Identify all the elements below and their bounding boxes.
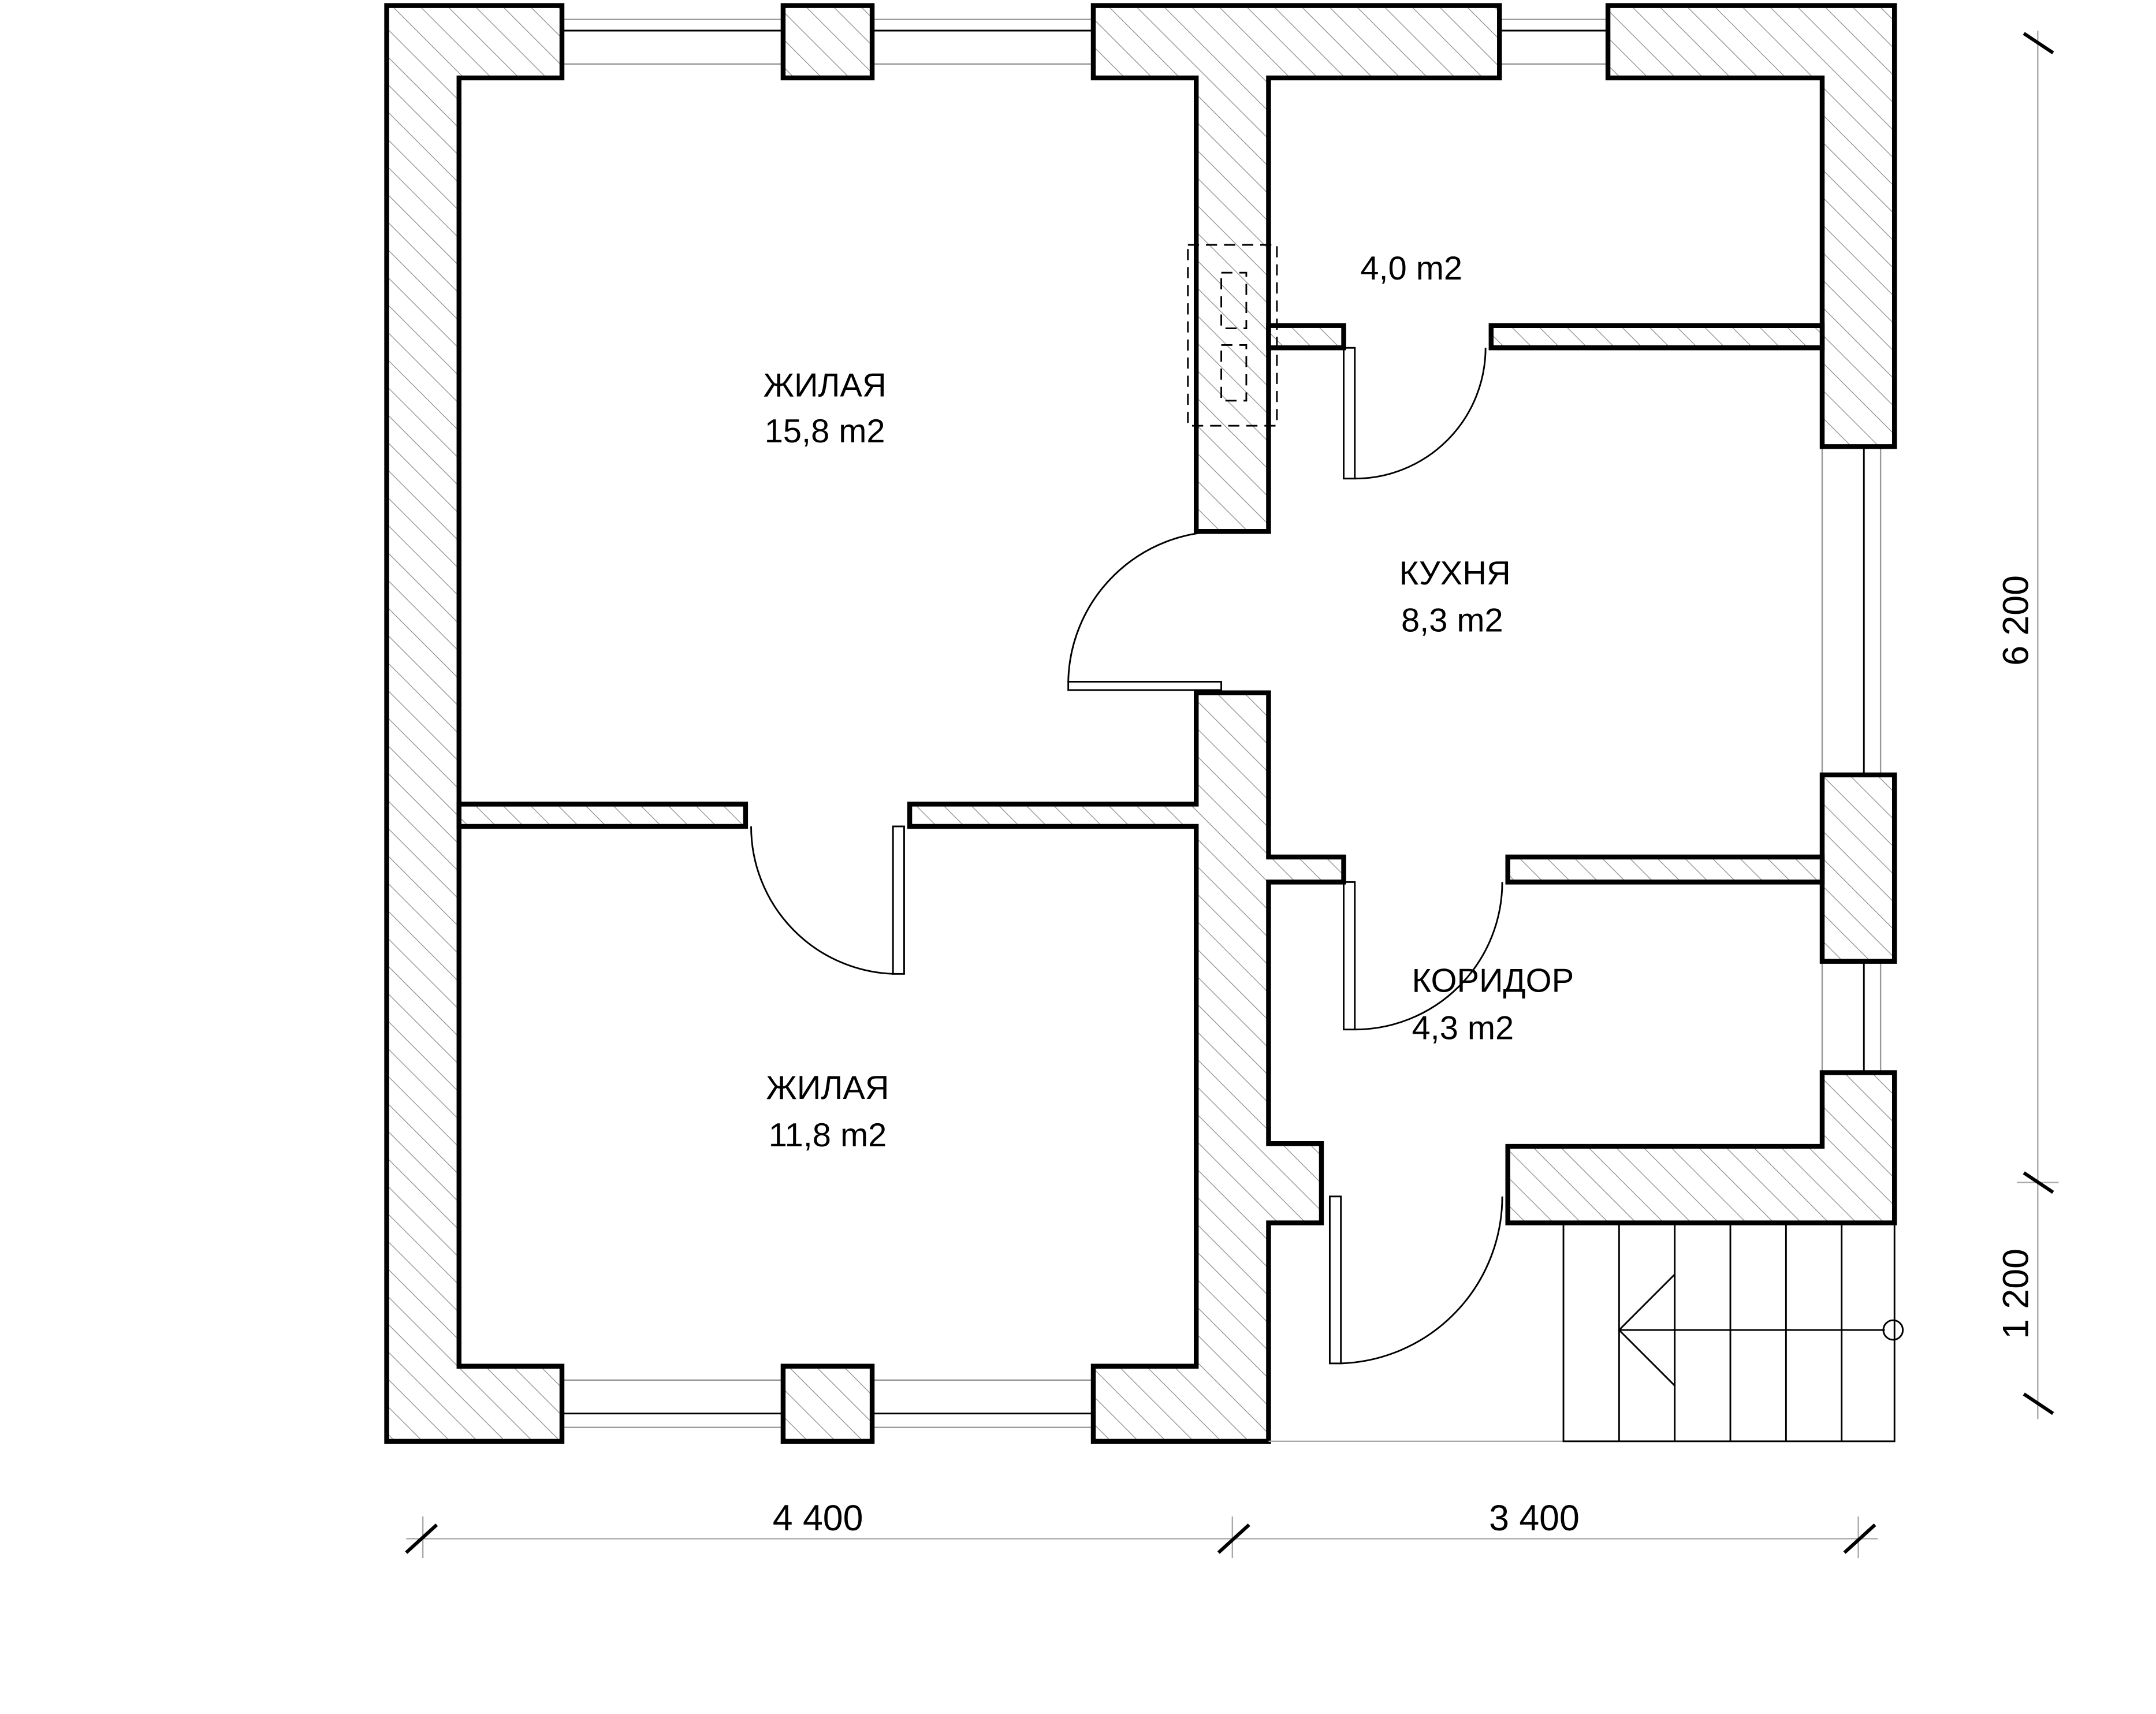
- porch-stairs: [1268, 1222, 1904, 1443]
- room-living-1-area: 15,8 m2: [765, 413, 885, 450]
- room-corridor-name: КОРИДОР: [1412, 963, 1574, 1000]
- room-living-2-area: 11,8 m2: [769, 1117, 887, 1154]
- windows: [561, 18, 1882, 1428]
- dimension-right-main: 6 200: [1995, 575, 2036, 666]
- dimension-bottom-left: 4 400: [773, 1498, 863, 1538]
- dimension-lines: [405, 31, 2059, 1559]
- room-kitchen-name: КУХНЯ: [1399, 555, 1511, 592]
- dimension-right-porch: 1 200: [1995, 1249, 2036, 1339]
- room-corridor-area: 4,3 m2: [1412, 1010, 1514, 1047]
- dimension-bottom-right: 3 400: [1489, 1498, 1580, 1538]
- room-bathroom-area: 4,0 m2: [1360, 250, 1462, 287]
- chimney: [1187, 244, 1278, 427]
- room-living-1-name: ЖИЛАЯ: [764, 367, 887, 404]
- room-kitchen-area: 8,3 m2: [1401, 602, 1503, 639]
- room-living-2-name: ЖИЛАЯ: [766, 1070, 889, 1106]
- walls: [384, 3, 1897, 1444]
- doors: [750, 346, 1503, 1365]
